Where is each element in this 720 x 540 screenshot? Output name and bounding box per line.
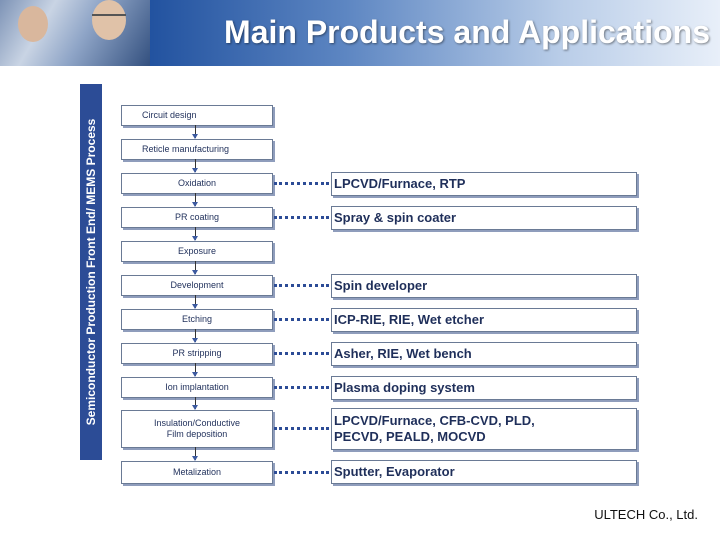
step-insulation-line1: Insulation/Conductive	[153, 418, 241, 428]
connector-line	[274, 182, 329, 185]
step-oxidation: Oxidation	[121, 173, 273, 194]
arrow-down-icon	[192, 363, 198, 377]
step-development: Development	[121, 275, 273, 296]
connector-line	[274, 284, 329, 287]
person-image	[18, 6, 48, 42]
step-reticle-manufacturing: Reticle manufacturing	[121, 139, 273, 160]
arrow-down-icon	[192, 447, 198, 461]
equipment-oxidation: LPCVD/Furnace, RTP	[331, 172, 637, 196]
connector-line	[274, 216, 329, 219]
connector-line	[274, 386, 329, 389]
equipment-etching: ICP-RIE, RIE, Wet etcher	[331, 308, 637, 332]
arrow-down-icon	[192, 397, 198, 410]
equipment-pr-coating: Spray & spin coater	[331, 206, 637, 230]
header-photo	[0, 0, 150, 66]
connector-line	[274, 427, 329, 430]
connector-line	[274, 471, 329, 474]
step-metalization: Metalization	[121, 461, 273, 484]
step-ion-implantation: Ion implantation	[121, 377, 273, 398]
header-banner: Main Products and Applications	[0, 0, 720, 66]
step-circuit-design: Circuit design	[121, 105, 273, 126]
equipment-insulation-line2: PECVD, PEALD, MOCVD	[334, 429, 486, 444]
step-insulation-line2: Film deposition	[166, 429, 228, 439]
arrow-down-icon	[192, 193, 198, 207]
equipment-ion-implantation: Plasma doping system	[331, 376, 637, 400]
equipment-metalization: Sputter, Evaporator	[331, 460, 637, 484]
arrow-down-icon	[192, 159, 198, 173]
step-exposure: Exposure	[121, 241, 273, 262]
step-pr-stripping: PR stripping	[121, 343, 273, 364]
step-pr-coating: PR coating	[121, 207, 273, 228]
arrow-down-icon	[192, 125, 198, 139]
arrow-down-icon	[192, 329, 198, 343]
page-title: Main Products and Applications	[224, 14, 710, 50]
arrow-down-icon	[192, 227, 198, 241]
step-etching: Etching	[121, 309, 273, 330]
arrow-down-icon	[192, 261, 198, 275]
step-insulation-deposition: Insulation/Conductive Film deposition	[121, 410, 273, 448]
connector-line	[274, 318, 329, 321]
equipment-insulation-deposition: LPCVD/Furnace, CFB-CVD, PLD, PECVD, PEAL…	[331, 408, 637, 450]
equipment-pr-stripping: Asher, RIE, Wet bench	[331, 342, 637, 366]
connector-line	[274, 352, 329, 355]
company-name: ULTECH Co., Ltd.	[594, 507, 698, 522]
sidebar-bar	[80, 84, 102, 460]
glasses-decoration	[92, 14, 126, 22]
arrow-down-icon	[192, 295, 198, 309]
person-image	[92, 0, 126, 40]
sidebar-label: Semiconductor Production Front End/ MEMS…	[84, 118, 98, 426]
equipment-insulation-line1: LPCVD/Furnace, CFB-CVD, PLD,	[334, 413, 535, 428]
equipment-development: Spin developer	[331, 274, 637, 298]
